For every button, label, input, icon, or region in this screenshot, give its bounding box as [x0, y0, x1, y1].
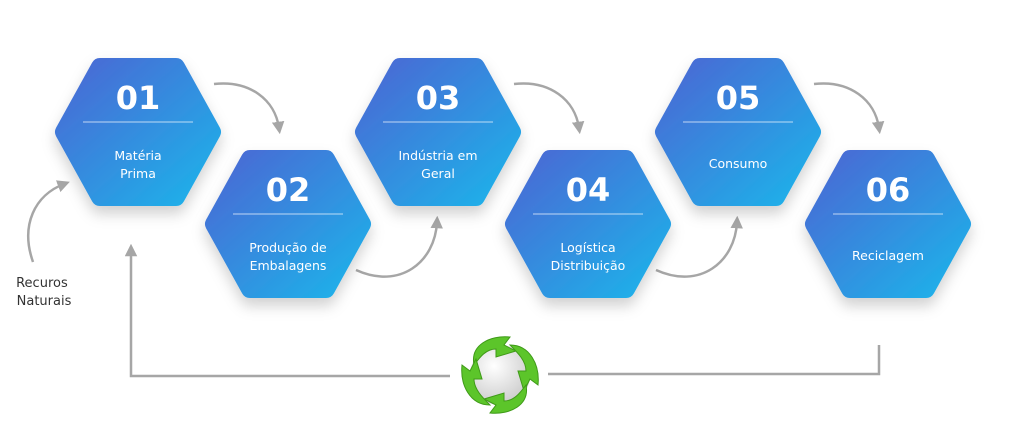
hexagon-shape [205, 150, 371, 298]
step-number: 01 [116, 79, 161, 117]
hexagon-shape [505, 150, 671, 298]
hexagon-shape [655, 58, 821, 206]
recycle-globe-icon [461, 336, 539, 414]
feedback-line [548, 345, 881, 376]
step-number: 03 [416, 79, 461, 117]
hexagon-shape [355, 58, 521, 206]
arrow-03-to-04 [513, 82, 585, 135]
feedback-arrow [124, 243, 450, 378]
arrow-02-to-03 [355, 215, 443, 278]
step-label: Consumo [709, 156, 768, 171]
step-number: 05 [716, 79, 761, 117]
arrow-01-to-02 [213, 82, 285, 135]
step-number: 06 [866, 171, 911, 209]
hexagon-shape [805, 150, 971, 298]
arrow-source-to-01 [27, 180, 70, 263]
arrow-04-to-05 [655, 215, 743, 278]
step-number: 04 [566, 171, 611, 209]
step-number: 02 [266, 171, 311, 209]
step-label: Reciclagem [852, 248, 924, 263]
hexagon-shape [55, 58, 221, 206]
arrow-05-to-06 [813, 82, 885, 135]
source-label: Recuros Naturais [16, 276, 72, 309]
